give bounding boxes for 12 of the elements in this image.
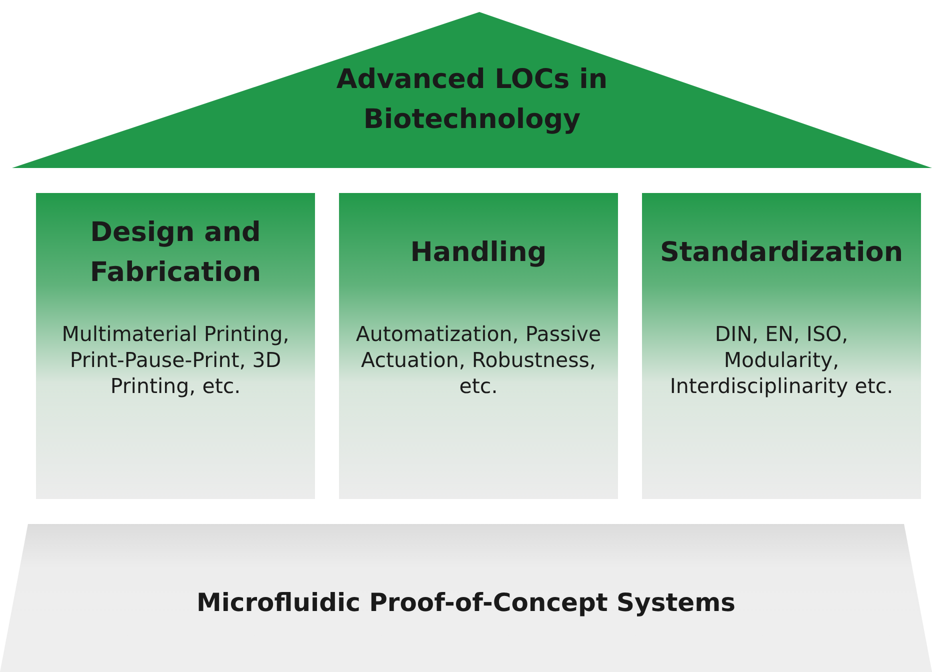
pillar-heading: Handling [409, 236, 548, 270]
pillar-panel [36, 193, 315, 499]
pillar-text: Multimaterial Printing, Print-Pause-Print, 3D Printing, etc. [60, 321, 290, 399]
foundation-label: Microfluidic Proof-of-Concept Systems [196, 588, 736, 617]
foundation-panel [0, 524, 932, 672]
pillar-text: DIN, EN, ISO, Modularity, Interdisciplinarity etc. [668, 321, 894, 399]
pillar-text: Automatization, Passive Actuation, Robustness, etc. [354, 321, 602, 399]
pillar-heading: Standardization [658, 236, 904, 270]
pillar-panel [642, 193, 921, 499]
pillar-panel [339, 193, 618, 499]
roof-label: Advanced LOCs in Biotechnology [335, 63, 609, 137]
pillar-heading: Design and Fabrication [88, 216, 262, 290]
